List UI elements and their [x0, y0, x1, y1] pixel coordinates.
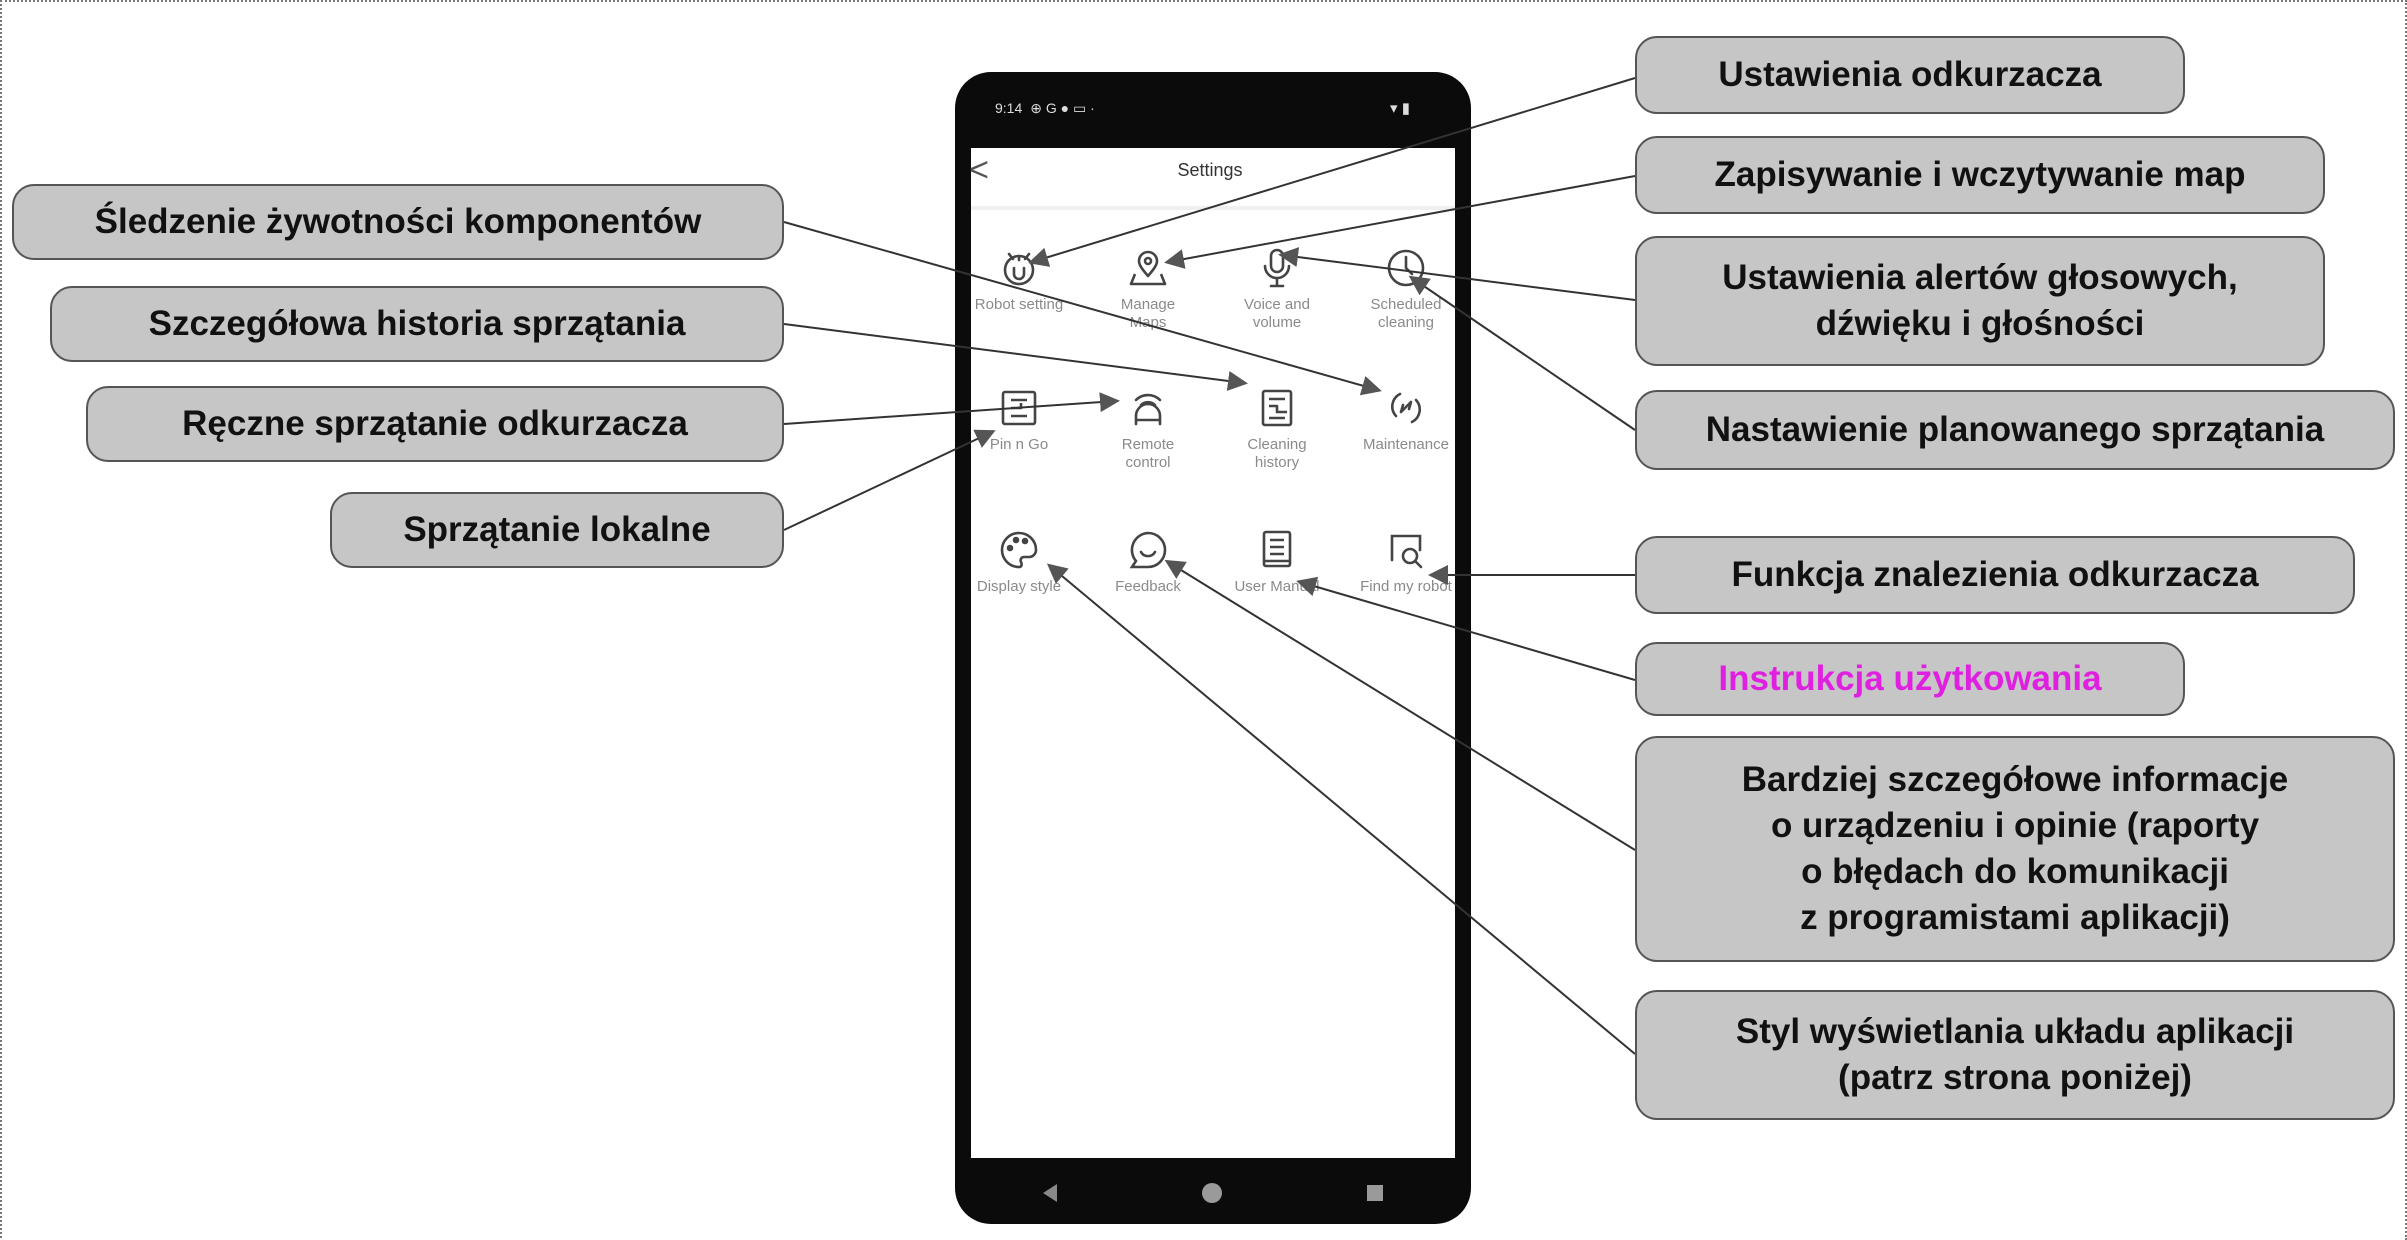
callout-text-line3: o błędach do komunikacji: [1801, 852, 2229, 891]
callout-text: Instrukcja użytkowania: [1718, 658, 2102, 698]
manual-icon: [1262, 530, 1292, 568]
tile-voice-volume[interactable]: Voice and volume: [1218, 246, 1336, 332]
tile-remote-control[interactable]: Remote control: [1089, 386, 1207, 472]
page-title: Settings: [1177, 160, 1243, 180]
nav-home-icon[interactable]: [1201, 1183, 1222, 1203]
palette-icon: [1000, 531, 1038, 569]
feedback-icon: [1129, 531, 1167, 569]
nav-recent-icon[interactable]: [1366, 1185, 1383, 1201]
pin-n-go-icon: [1001, 390, 1037, 426]
tile-label: Pin n Go: [989, 436, 1049, 453]
tile-label-line2: control: [1125, 454, 1171, 471]
callout-instrukcja: Instrukcja użytkowania: [1635, 642, 2185, 716]
callout-text: Sprzątanie lokalne: [403, 509, 711, 549]
callout-text-line4: z programistami aplikacji): [1800, 898, 2230, 938]
back-button[interactable]: <: [969, 151, 989, 189]
tile-label: Scheduled: [1370, 296, 1442, 313]
tile-cleaning-history[interactable]: Cleaning history: [1218, 386, 1336, 472]
tile-label-line2: history: [1254, 454, 1300, 471]
tile-label: Manage: [1120, 296, 1176, 313]
callout-styl-wyswietlania: Styl wyświetlania układu aplikacji (patr…: [1635, 990, 2395, 1120]
tile-label-line2: cleaning: [1378, 314, 1434, 331]
tile-label: Maintenance: [1363, 436, 1449, 453]
page-border: [0, 0, 2407, 2]
callout-text-line2: (patrz strona poniżej): [1838, 1058, 2192, 1097]
callout-alerty-glosowe: Ustawienia alertów głosowych, dźwięku i …: [1635, 236, 2325, 366]
tile-label: Robot setting: [974, 296, 1064, 313]
microphone-icon: [1263, 248, 1291, 288]
tile-user-manual[interactable]: User Manual: [1218, 528, 1336, 596]
callout-text: Nastawienie planowanego sprzątania: [1705, 409, 2325, 449]
tile-label: User Manual: [1234, 578, 1320, 595]
tile-maintenance[interactable]: Maintenance: [1347, 386, 1465, 454]
callout-text-line1: Styl wyświetlania układu aplikacji: [1735, 1011, 2295, 1051]
robot-icon: [1003, 252, 1035, 286]
callout-zapisywanie-map: Zapisywanie i wczytywanie map: [1635, 136, 2325, 214]
status-bar-left: 9:14 ⊕ G ● ▭ ·: [995, 96, 1095, 120]
clock-icon: [1387, 249, 1425, 287]
status-icons: ⊕ G ● ▭ ·: [1030, 99, 1095, 116]
header-divider: [971, 206, 1455, 210]
callout-znalezienie-odkurzacza: Funkcja znalezienia odkurzacza: [1635, 536, 2355, 614]
tile-label: Cleaning: [1247, 436, 1307, 453]
callout-planowane-sprzatanie: Nastawienie planowanego sprzątania: [1635, 390, 2395, 470]
callout-text: Szczegółowa historia sprzątania: [148, 303, 686, 343]
callout-text-line1: Ustawienia alertów głosowych,: [1722, 257, 2238, 297]
tile-label: Remote: [1121, 436, 1175, 453]
callout-sledzenie-zywotnosci: Śledzenie żywotności komponentów: [12, 184, 784, 260]
callout-ustawienia-odkurzacza: Ustawienia odkurzacza: [1635, 36, 2185, 114]
find-robot-icon: [1390, 534, 1423, 569]
tile-label-line2: Maps: [1129, 314, 1167, 331]
tile-label: Voice and: [1244, 296, 1310, 313]
tile-scheduled-cleaning[interactable]: Scheduled cleaning: [1347, 246, 1465, 332]
callout-text: Zapisywanie i wczytywanie map: [1714, 154, 2246, 194]
status-bar-right: ▾ ▮: [1390, 100, 1410, 117]
page-border-right: [2405, 0, 2407, 1240]
callout-sprzatanie-lokalne: Sprzątanie lokalne: [330, 492, 784, 568]
tile-robot-setting[interactable]: Robot setting: [960, 246, 1078, 314]
tile-label: Feedback: [1115, 578, 1181, 595]
tile-display-style[interactable]: Display style: [960, 528, 1078, 596]
tile-manage-maps[interactable]: Manage Maps: [1089, 246, 1207, 332]
nav-back-icon[interactable]: [1043, 1184, 1058, 1202]
callout-historia-sprzatania: Szczegółowa historia sprzątania: [50, 286, 784, 362]
callout-szczegolowe-informacje: Bardziej szczegółowe informacje o urządz…: [1635, 736, 2395, 962]
tile-feedback[interactable]: Feedback: [1089, 528, 1207, 596]
tile-label: Find my robot: [1360, 578, 1452, 595]
callout-text: Ręczne sprzątanie odkurzacza: [182, 403, 688, 443]
tile-pin-n-go[interactable]: Pin n Go: [960, 386, 1078, 454]
callout-text: Śledzenie żywotności komponentów: [94, 201, 702, 241]
callout-text: Ustawienia odkurzacza: [1718, 54, 2102, 94]
history-icon: [1261, 389, 1293, 427]
wrench-icon: [1391, 392, 1421, 424]
status-time: 9:14: [995, 100, 1023, 116]
remote-control-icon: [1134, 393, 1162, 426]
tile-label-line2: volume: [1252, 314, 1302, 331]
android-nav-bar: [971, 1168, 1455, 1218]
callout-reczne-sprzatanie: Ręczne sprzątanie odkurzacza: [86, 386, 784, 462]
callout-text: Funkcja znalezienia odkurzacza: [1731, 554, 2259, 594]
callout-text-line1: Bardziej szczegółowe informacje: [1741, 759, 2289, 799]
map-pin-icon: [1129, 250, 1167, 286]
callout-text-line2: dźwięku i głośności: [1815, 304, 2145, 343]
tile-find-my-robot[interactable]: Find my robot: [1347, 528, 1465, 596]
callout-text-line2: o urządzeniu i opinie (raporty: [1770, 805, 2260, 845]
tile-label: Display style: [976, 578, 1062, 595]
